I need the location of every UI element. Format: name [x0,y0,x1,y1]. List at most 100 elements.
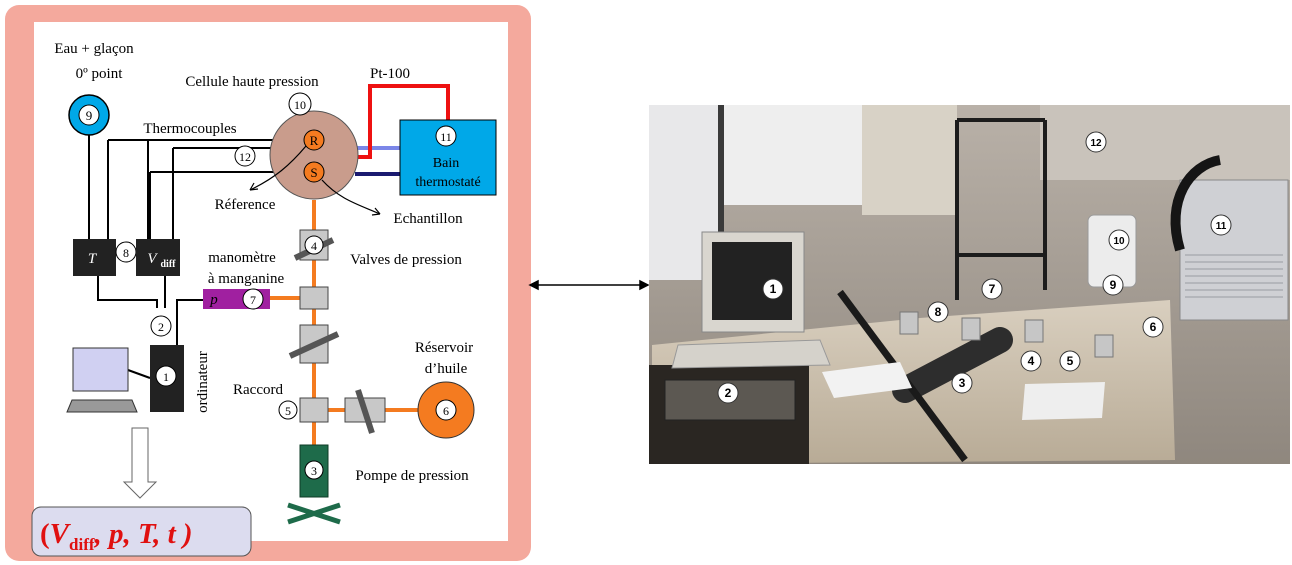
vdiff-meter-sub: diff [161,259,177,270]
photo-marker-2: 2 [725,386,732,400]
oil-reservoir-inner [435,399,457,421]
photo-valve-a [1024,319,1044,343]
photo-marker-circle [951,372,973,394]
monitor-icon [72,347,129,392]
back-shelf [1040,105,1290,180]
interface-number-circle [150,315,172,337]
valves-label: Valves de pression [350,252,462,268]
vdiff-meter-letter: V [147,251,158,267]
temperature-meter [73,239,116,276]
photo-marker-4: 4 [1028,354,1035,368]
photo-marker-7: 7 [989,282,996,296]
thermocouple-number-circle [234,145,256,167]
reference-probe [303,129,325,151]
photo-valve-c [961,317,981,341]
reference-arrow [249,145,307,191]
cell-number-circle [288,92,312,116]
reservoir-label-line2: d’huile [425,361,468,377]
photo-pump [892,327,1013,403]
photo-marker-circle [1020,350,1042,372]
black-hose [1170,155,1222,252]
reference-label: Réference [215,197,276,213]
ice-label-line2: 0º point [76,66,124,82]
gauge-junction [299,286,329,310]
ice-point-number: 9 [86,108,93,123]
cell-title: Cellule haute pression [185,74,319,90]
sample-probe [303,161,325,183]
photo-marker-1: 1 [770,282,777,296]
manometre-label-line2: à manganine [208,271,285,287]
photo-marker-3: 3 [959,376,966,390]
ice-label-line1: Eau + glaçon [54,41,134,57]
crt-screen [712,242,792,320]
photo-marker-circle [1102,274,1124,296]
bath-number: 11 [440,130,452,144]
raccord-number-circle [278,400,298,420]
photo-marker-6: 6 [1150,320,1157,334]
pump-number-circle [304,460,324,480]
output-arrow-icon [122,427,158,499]
schematic-background [34,22,508,541]
pt100-wire [340,84,450,159]
computer-number-circle [155,365,177,387]
pompe-label: Pompe de pression [355,468,469,484]
valve-number-circle [304,235,324,255]
double-arrow [528,279,650,291]
ordinateur-label: ordinateur [195,351,211,413]
output-formula-box [31,506,252,557]
photo-marker-circle [1085,131,1107,153]
bath-number-circle [435,125,457,147]
pump-number: 3 [311,464,317,478]
gauge-number: 7 [250,293,256,307]
ice-point-number-circle [78,104,100,126]
temperature-meter-letter: T [88,251,98,267]
photo-valve-d [899,311,919,335]
manometre-label-line1: manomètre [208,250,276,266]
raccord-junction [299,397,329,423]
bath-label-line2: thermostaté [415,175,480,190]
photo-marker-circle [1108,229,1130,251]
photo-valve-b [1094,334,1114,358]
echantillon-label: Echantillon [393,211,463,227]
reservoir-valve-handle [355,389,375,434]
schematic-panel: 9 Eau + glaçon 0º point Cellule haute pr… [5,5,531,561]
gauge-letter: p [209,292,218,308]
vdiff-meter [136,239,180,276]
paper-sheet-right [1022,382,1105,420]
pt100-label: Pt-100 [370,66,410,82]
reference-probe-letter: R [310,133,319,148]
photo-marker-11: 11 [1216,221,1227,232]
window-right [862,105,957,215]
bath-label-line1: Bain [433,156,459,171]
paper-sheet-left [822,362,912,398]
photo-marker-8: 8 [935,305,942,319]
photo-thermostat [1179,179,1289,321]
photo-marker-circle [762,278,784,300]
interface-number: 2 [158,320,164,334]
echantillon-arrow [321,179,381,216]
photo-marker-10: 10 [1113,236,1125,247]
raccord-number: 5 [285,404,291,418]
window-centre [722,105,862,205]
computer-number: 1 [163,370,169,384]
window-frame [718,105,724,275]
reservoir-number: 6 [443,404,449,418]
photo-marker-circle [981,278,1003,300]
gauge-number-circle [242,288,264,310]
valve-number: 4 [311,239,317,253]
cell-number: 10 [294,98,306,112]
thermocouples-label: Thermocouples [143,121,236,137]
sample-probe-letter: S [310,165,317,180]
photo-rack [955,118,1047,300]
reservoir-label-line1: Réservoir [415,340,473,356]
output-formula: (Vdiff, p, T, t ) [40,518,193,554]
meter-number: 8 [123,246,129,260]
photo-marker-circle [717,382,739,404]
photo-marker-circle [927,301,949,323]
high-pressure-cell [269,110,359,200]
photo-marker-circle [1059,350,1081,372]
photo-marker-9: 9 [1110,278,1117,292]
photo-marker-12: 12 [1090,138,1102,149]
